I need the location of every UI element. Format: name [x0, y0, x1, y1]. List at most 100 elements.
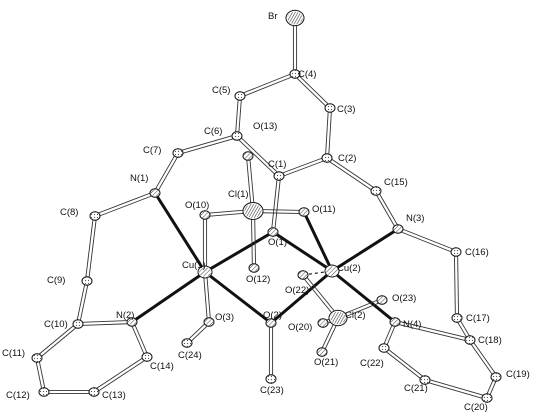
- bond-c19-c18: [468, 338, 498, 379]
- atom-cu2: [324, 264, 340, 278]
- atoms-layer: [31, 9, 502, 403]
- atom-label-o21: O(21): [314, 357, 338, 368]
- bond-c13-c12: [44, 389, 94, 395]
- bond-n4-cu2: [331, 269, 396, 324]
- atom-label-br: Br: [268, 11, 278, 22]
- atom-label-c5: C(5): [212, 85, 230, 96]
- bond-o2-cu1: [204, 270, 272, 325]
- bond-c16-c17: [453, 251, 460, 319]
- bond-o2-c23: [268, 323, 274, 379]
- atom-label-o2: O(2): [263, 310, 282, 321]
- atom-label-cu2: Cu(2): [337, 263, 361, 274]
- atom-label-c1: C(1): [268, 159, 286, 170]
- atom-label-o20: O(20): [288, 322, 312, 333]
- atom-label-o11: O(11): [312, 204, 336, 215]
- bond-o1-cu2: [272, 230, 333, 273]
- atom-label-c19: C(19): [506, 369, 530, 380]
- bond-c2-c1: [278, 156, 328, 178]
- bond-br-c4: [292, 18, 298, 74]
- bond-c15-n3: [374, 189, 400, 231]
- atom-label-c3: C(3): [337, 104, 355, 115]
- bond-c5-c6: [234, 95, 243, 137]
- atom-n1: [149, 188, 161, 198]
- atom-c9: [81, 276, 93, 286]
- bond-cl2-o22: [301, 273, 340, 320]
- atom-c17: [451, 313, 463, 323]
- atom-c23: [265, 374, 277, 384]
- atom-o12: [248, 263, 260, 273]
- bond-c18-n4: [394, 320, 471, 342]
- atom-label-c21: C(21): [404, 383, 428, 394]
- atom-label-c7: C(7): [143, 145, 161, 156]
- bond-n3-c16: [397, 227, 457, 254]
- bond-c21-c20: [424, 378, 488, 400]
- atom-label-c10: C(10): [44, 319, 68, 330]
- bond-c12-c11: [34, 357, 47, 393]
- atom-c8: [89, 211, 101, 221]
- atom-label-c13: C(13): [102, 390, 126, 401]
- atom-c13: [88, 387, 100, 397]
- atom-n3: [392, 224, 404, 234]
- atom-c1: [273, 171, 285, 181]
- atom-label-c15: C(15): [384, 177, 408, 188]
- atom-c22: [378, 343, 390, 353]
- atom-n4: [389, 317, 401, 327]
- atom-c5: [234, 91, 246, 101]
- atom-c11: [31, 353, 43, 363]
- atom-c7: [172, 148, 184, 158]
- atom-label-c22: C(22): [360, 358, 384, 369]
- atom-label-n3: N(3): [406, 213, 424, 224]
- bond-c4-c3: [293, 72, 332, 110]
- bond-o11-cu2: [302, 211, 334, 272]
- atom-label-c24: C(24): [178, 350, 202, 361]
- bond-cl1-o13: [245, 155, 256, 212]
- atom-c18: [464, 335, 476, 345]
- atom-o11: [298, 207, 310, 217]
- atom-c6: [231, 131, 243, 141]
- bond-c1-c6: [235, 134, 281, 178]
- atom-label-c20: C(20): [464, 402, 488, 413]
- bond-c2-c15: [325, 156, 378, 193]
- bond-n1-cu1: [153, 192, 207, 273]
- atom-label-o3: O(3): [215, 312, 234, 323]
- atom-label-o13: O(13): [253, 121, 277, 132]
- atom-o23: [376, 295, 388, 305]
- bond-c10-n2: [77, 319, 133, 327]
- atom-c4: [289, 69, 301, 79]
- bond-c9-c10: [75, 280, 90, 325]
- atom-label-c2: C(2): [338, 153, 356, 164]
- bond-n2-cu1: [131, 270, 206, 324]
- atom-label-c8: C(8): [60, 207, 78, 218]
- atom-n2: [126, 317, 138, 327]
- atom-label-c18: C(18): [478, 335, 502, 346]
- atom-label-c4: C(4): [298, 69, 316, 80]
- atom-label-n1: N(1): [130, 173, 148, 184]
- atom-label-cl1: Cl(1): [228, 189, 249, 200]
- atom-label-c11: C(11): [2, 348, 25, 359]
- bond-n2-c14: [130, 321, 149, 358]
- bond-c11-c10: [35, 322, 80, 360]
- bonds-layer: [34, 18, 498, 400]
- atom-c19: [490, 372, 502, 382]
- atom-br: [285, 9, 305, 27]
- bond-o10-cu1: [202, 215, 208, 272]
- bond-c6-c7: [177, 134, 238, 155]
- bond-n3-cu2: [331, 227, 399, 273]
- atom-o21: [316, 347, 328, 357]
- atom-c16: [450, 247, 462, 257]
- atom-label-c14: C(14): [150, 361, 174, 372]
- atom-label-c17: C(17): [466, 313, 490, 324]
- atom-cu1: [197, 265, 213, 279]
- atom-c15: [370, 186, 382, 196]
- atom-c10: [72, 319, 84, 329]
- atom-label-n2: N(2): [116, 310, 134, 321]
- atom-label-cu1: Cu(1): [182, 260, 206, 271]
- bond-o3-c24: [185, 320, 211, 345]
- atom-cl2: [328, 309, 348, 327]
- atom-label-c16: C(16): [465, 247, 489, 258]
- atom-c21: [419, 375, 431, 385]
- bond-o3-cu1: [202, 271, 212, 323]
- atom-label-o12: O(12): [246, 274, 270, 285]
